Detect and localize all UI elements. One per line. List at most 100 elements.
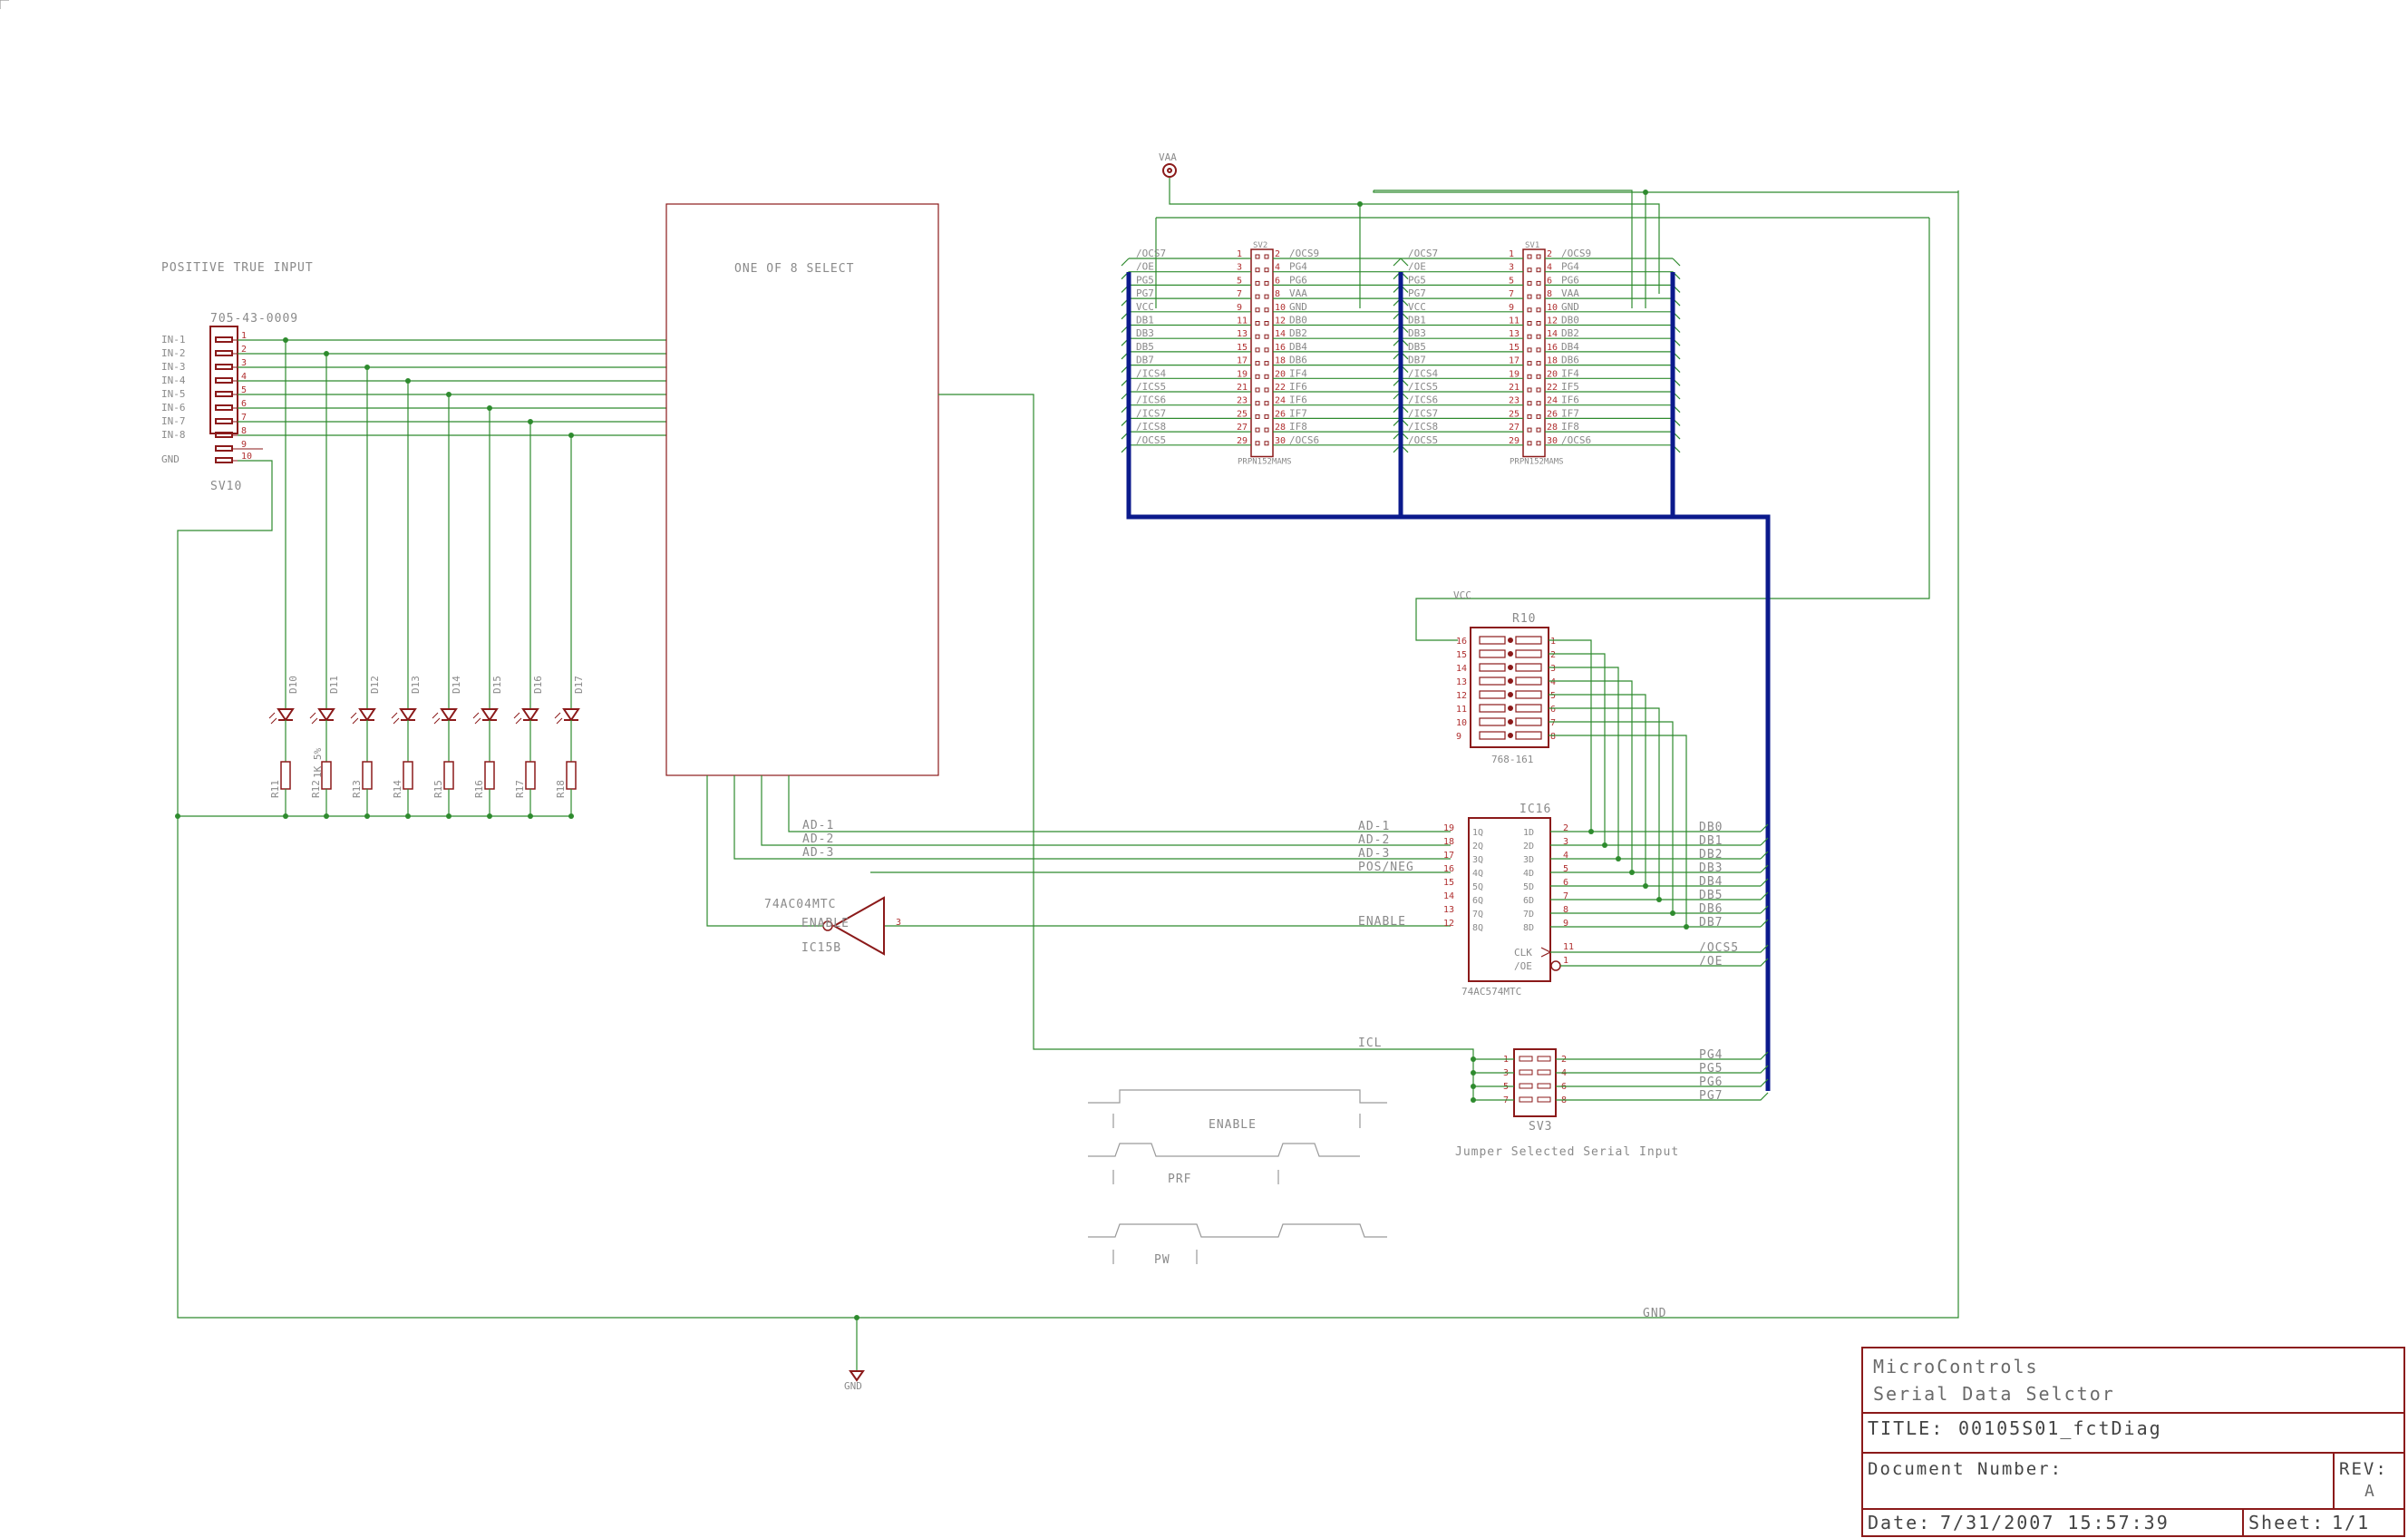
tb-docnum-label: Document Number: [1868, 1459, 2063, 1479]
resistor-value-label: 1K 5% [312, 748, 324, 778]
bus-entry [1393, 258, 1402, 267]
header-pin [1255, 441, 1260, 446]
ic16-out-net: DB4 [1699, 875, 1723, 889]
ic16-part: 74AC574MTC [1461, 986, 1521, 998]
sv2-left-pin: 19 [1237, 369, 1248, 379]
ic16-in-name: 1Q [1472, 828, 1483, 838]
r10-pullup-wire [1549, 721, 1674, 913]
sv1-left-signal: /ICS6 [1408, 394, 1438, 406]
ic16-out-name: 3D [1523, 855, 1534, 865]
ic16-out-net: DB6 [1699, 902, 1723, 916]
header-pin [1255, 268, 1260, 273]
tb-date: 7/31/2007 15:57:39 [1940, 1512, 2170, 1533]
sv10-signal-label: IN-7 [161, 415, 186, 427]
tb-sheet: 1/1 [2332, 1512, 2370, 1533]
sv1-right-pin: 8 [1547, 289, 1552, 299]
header-pin [1536, 387, 1541, 393]
sv2-right-signal: IF7 [1289, 407, 1307, 419]
resistor-label: R15 [432, 780, 444, 798]
ic16-in-name: 6Q [1472, 896, 1483, 906]
ic15b-pin: 3 [896, 918, 901, 928]
led-label: D14 [451, 676, 462, 694]
sv2-left-signal: /OCS5 [1136, 434, 1166, 446]
header-pin [1536, 401, 1541, 406]
r10-common [1508, 678, 1513, 684]
header-pin [1536, 374, 1541, 379]
led-emission-icon [350, 712, 359, 725]
junction-dot [1656, 897, 1662, 902]
sv2-footer: PRPN152MAMS [1238, 458, 1292, 467]
sv1-right-pin: 26 [1547, 409, 1558, 419]
gnd-net-label: GND [1643, 1307, 1666, 1320]
gnd-top-wire [1373, 190, 1958, 193]
ic16-out-pin: 7 [1563, 891, 1568, 901]
bus-entry [1760, 919, 1769, 928]
header-pin [1527, 347, 1532, 353]
header-pin [1264, 268, 1269, 273]
ic16-in-name: 3Q [1472, 855, 1483, 865]
sv10-pin-number: 2 [241, 345, 247, 355]
led-icon [317, 708, 335, 722]
ic16-in-pin: 13 [1443, 905, 1454, 915]
r10-pullup-wire [1549, 707, 1660, 900]
sv1-right-pin: 16 [1547, 343, 1558, 353]
sv2-right-pin: 2 [1275, 249, 1280, 259]
sv1-left-pin: 3 [1509, 263, 1514, 273]
resistor-icon [362, 761, 373, 790]
ic16-out-net: DB2 [1699, 848, 1723, 861]
sv2-right-signal: PG4 [1289, 261, 1307, 273]
junction-dot [364, 813, 370, 819]
r10-common [1508, 638, 1513, 643]
header-pin [1264, 254, 1269, 259]
sv10-signal-label: IN-5 [161, 388, 186, 400]
junction-dot [1357, 201, 1363, 207]
ic16-out-net: DB5 [1699, 889, 1723, 902]
sv2-left-signal: DB1 [1136, 315, 1154, 326]
ic16-in-net: AD-1 [1358, 820, 1390, 833]
sv2-left-signal: /OCS7 [1136, 248, 1166, 259]
r10-element [1479, 663, 1506, 672]
bus-entry [1760, 823, 1769, 832]
timing-pw-label: PW [1154, 1253, 1170, 1267]
sv10-signal-label: IN-8 [161, 429, 186, 441]
r10-vcc-label: VCC [1453, 589, 1471, 601]
ic16-out-name: 4D [1523, 869, 1534, 879]
clk-icon [1540, 947, 1552, 958]
resistor-icon [280, 761, 291, 790]
resistor-icon [484, 761, 495, 790]
header-pin [1527, 441, 1532, 446]
header-pin [1264, 427, 1269, 433]
sv1-left-pin: 15 [1509, 343, 1520, 353]
sv1-right-signal: DB2 [1561, 327, 1579, 339]
sv2-right-pin: 4 [1275, 263, 1280, 273]
sv10-pin-number: 6 [241, 399, 247, 409]
header-pin [1536, 414, 1541, 419]
bus-entry [1760, 837, 1769, 846]
r10-common [1508, 706, 1513, 711]
r10-right-pin: 5 [1550, 691, 1556, 701]
header-pin [1255, 321, 1260, 326]
sv2-left-signal: /ICS6 [1136, 394, 1166, 406]
sv10-signal-label: IN-6 [161, 402, 186, 414]
sv2-left-pin: 1 [1237, 249, 1242, 259]
led-label: D11 [328, 676, 340, 694]
sv1-left-pin: 29 [1509, 436, 1520, 446]
header-pin [1255, 427, 1260, 433]
header-pin [1527, 414, 1532, 419]
sv10-pin-number: 7 [241, 413, 247, 423]
sv2-right-signal: IF8 [1289, 421, 1307, 433]
sv3-net-label: PG7 [1699, 1089, 1723, 1103]
select-block-label: ONE OF 8 SELECT [734, 262, 854, 276]
sv1-right-signal: IF5 [1561, 381, 1579, 393]
sv3-net-label: PG6 [1699, 1076, 1723, 1089]
sv3-body [1513, 1048, 1557, 1117]
header-pin [1264, 441, 1269, 446]
sv2-left-signal: PG7 [1136, 287, 1154, 299]
sv3-pin [1537, 1096, 1551, 1103]
tb-date-label: Date: [1868, 1512, 1931, 1533]
sv2-left-pin: 5 [1237, 276, 1242, 286]
sv1-right-signal: DB0 [1561, 315, 1579, 326]
sv10-signal-label: IN-4 [161, 375, 186, 386]
